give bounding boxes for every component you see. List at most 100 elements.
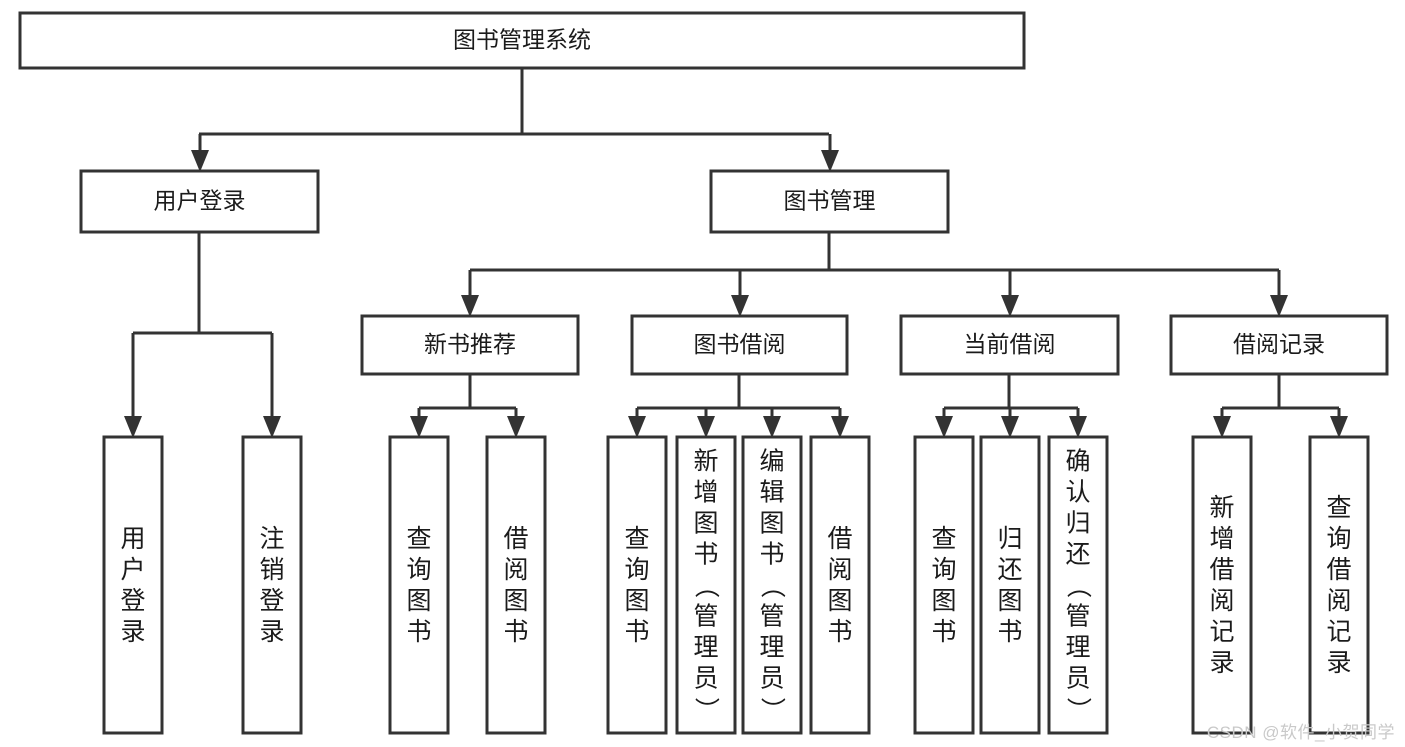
connector-borrow-to-leaf-edit-book [763,408,781,438]
node-box[interactable] [979,435,1041,735]
connector-bus-login [133,232,272,335]
svg-text:书: 书 [503,618,528,646]
svg-text:员: 员 [693,665,718,693]
svg-text:理: 理 [693,634,718,662]
node-box[interactable] [606,435,668,735]
node-box[interactable] [1308,435,1370,735]
node-box[interactable] [741,435,803,735]
node-records[interactable]: 借阅记录 [1169,314,1389,376]
svg-text:（: （ [692,573,720,598]
node-newbook[interactable]: 新书推荐 [360,314,580,376]
arrow-head-icon [628,416,646,438]
node-box[interactable] [241,435,303,735]
svg-text:增: 增 [1209,525,1234,553]
svg-text:图: 图 [997,587,1022,615]
svg-text:书: 书 [624,618,649,646]
svg-text:借: 借 [827,525,852,553]
connector-bookmgmt-to-records [1270,270,1288,317]
node-box[interactable] [709,169,950,234]
node-current[interactable]: 当前借阅 [899,314,1120,376]
connector-records-to-leaf-query-record [1330,408,1348,438]
node-box[interactable] [675,435,737,735]
svg-text:录: 录 [259,618,284,646]
node-box[interactable] [913,435,975,735]
svg-text:增: 增 [693,479,718,507]
node-box[interactable] [809,435,871,735]
node-box[interactable] [388,435,450,735]
svg-text:辑: 辑 [759,479,784,507]
svg-text:借: 借 [1326,556,1351,584]
nodes-layer: 图书管理系统用户登录图书管理新书推荐图书借阅当前借阅借阅记录用户登录注销登录查询… [18,11,1389,735]
svg-text:新: 新 [693,448,718,476]
node-box[interactable] [79,169,320,234]
node-box[interactable] [1047,435,1109,735]
connector-borrow-to-leaf-borrow-book-2 [831,408,849,438]
svg-text:还: 还 [997,556,1022,584]
node-box[interactable] [18,11,1026,70]
connector-newbook-to-leaf-query-book-1 [410,408,428,438]
node-label: 借阅记录 [1233,331,1325,357]
arrow-head-icon [507,416,525,438]
connector-bookmgmt-to-borrow [731,270,749,317]
svg-text:还: 还 [1065,541,1090,569]
node-label: 用户登录 [120,525,145,646]
node-box[interactable] [485,435,547,735]
node-label: 新书推荐 [424,331,516,357]
svg-text:认: 认 [1065,479,1090,507]
svg-text:图: 图 [624,587,649,615]
svg-text:询: 询 [1326,525,1351,553]
connector-bookmgmt-to-current [1001,270,1019,317]
node-box[interactable] [1169,314,1389,376]
svg-text:书: 书 [997,618,1022,646]
svg-text:员: 员 [1065,665,1090,693]
arrow-head-icon [461,295,479,317]
arrow-head-icon [763,416,781,438]
svg-text:图: 图 [406,587,431,615]
svg-text:理: 理 [1065,634,1090,662]
node-box[interactable] [102,435,164,735]
arrow-head-icon [731,295,749,317]
connector-borrow-to-leaf-add-book [697,408,715,438]
node-box[interactable] [360,314,580,376]
node-box[interactable] [899,314,1120,376]
connector-login-to-leaf-user-login [124,333,142,438]
svg-text:（: （ [758,573,786,598]
node-login[interactable]: 用户登录 [79,169,320,234]
svg-text:阅: 阅 [827,556,852,584]
node-box[interactable] [630,314,849,376]
arrow-head-icon [1213,416,1231,438]
svg-text:（: （ [1064,573,1092,598]
svg-text:）: ） [1064,697,1092,722]
connector-bookmgmt-to-newbook [461,270,479,317]
arrow-head-icon [191,150,209,172]
svg-text:借: 借 [1209,556,1234,584]
node-leaf-user-login[interactable]: 用户登录 [102,435,164,735]
node-root[interactable]: 图书管理系统 [18,11,1026,70]
node-borrow[interactable]: 图书借阅 [630,314,849,376]
arrow-head-icon [935,416,953,438]
connector-records-to-leaf-add-record [1213,408,1231,438]
node-box[interactable] [1191,435,1253,735]
connector-bus-records [1222,374,1339,410]
connector-newbook-to-leaf-borrow-book-1 [507,408,525,438]
arrow-head-icon [410,416,428,438]
svg-text:图: 图 [759,510,784,538]
svg-text:借: 借 [503,525,528,553]
node-bookmgmt[interactable]: 图书管理 [709,169,950,234]
